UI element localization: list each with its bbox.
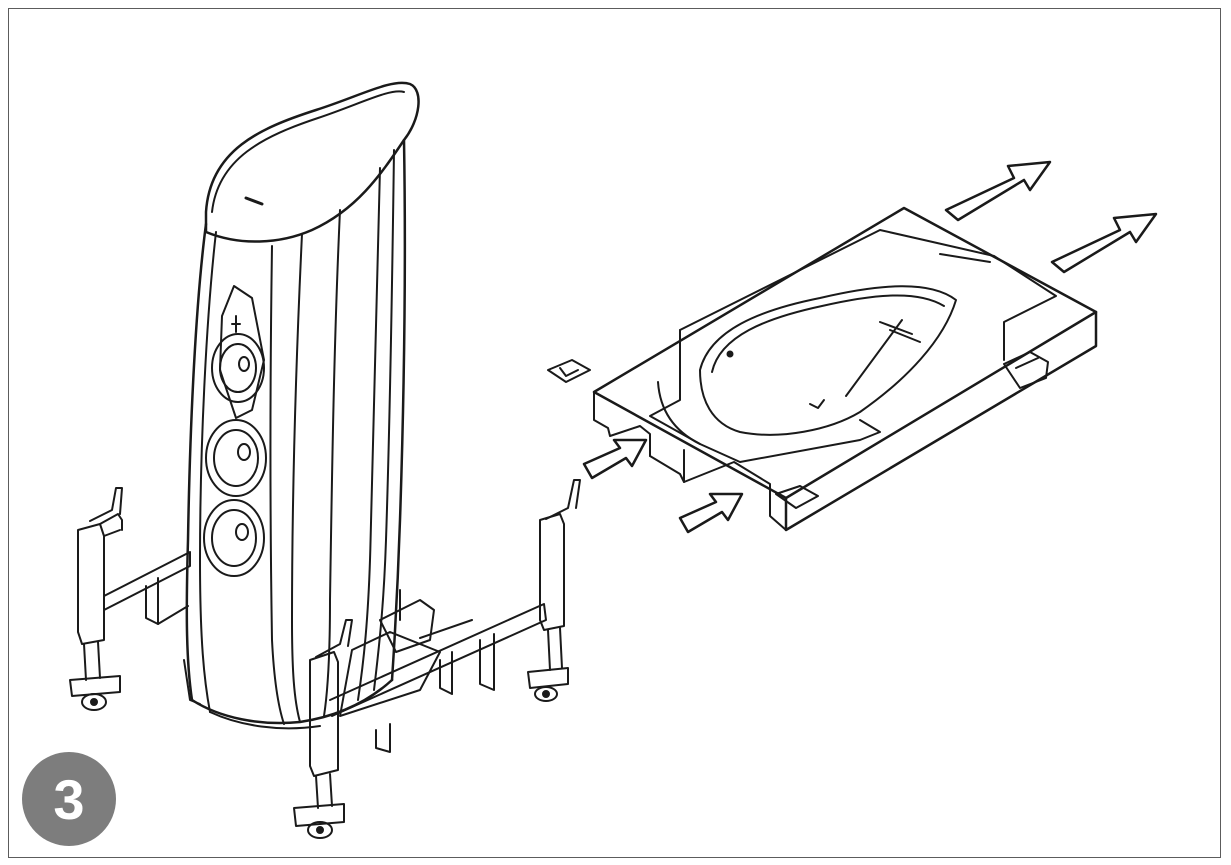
- midrange-driver-icon: [205, 419, 267, 497]
- step-number-badge: 3: [22, 752, 116, 846]
- illustration-frame: [8, 8, 1221, 858]
- loose-bracket: [547, 359, 591, 383]
- shipping-pallet-illustration: [547, 206, 1098, 532]
- transport-cart-illustration: [69, 479, 581, 839]
- tweeter-driver-icon: [211, 333, 265, 403]
- speaker-illustration: [183, 81, 420, 730]
- woofer-driver-icon: [203, 499, 265, 577]
- direction-arrow-icon: [582, 160, 1158, 534]
